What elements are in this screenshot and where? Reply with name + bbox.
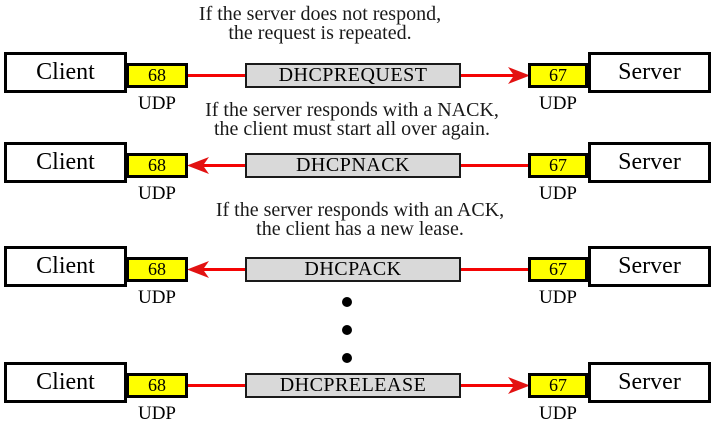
udp-label-client: UDP [137, 403, 176, 423]
ellipsis-dot [342, 297, 352, 307]
client-port-box: 68 [126, 373, 188, 398]
udp-label-server: UDP [538, 183, 577, 204]
client-label: Client [36, 253, 95, 279]
client-box: Client [4, 142, 127, 183]
row-dhcpack: Client 68 UDP DHCPACK 67 UDP Server [0, 246, 715, 308]
client-port-number: 68 [148, 259, 166, 279]
server-port-box: 67 [528, 257, 588, 282]
udp-label-client: UDP [137, 183, 176, 204]
server-box: Server [588, 246, 711, 287]
message-box: DHCPRELEASE [245, 373, 461, 398]
message-box: DHCPACK [245, 257, 461, 282]
caption-ack-line1: If the server responds with an ACK, [215, 199, 505, 221]
udp-label-client: UDP [137, 287, 176, 308]
client-label: Client [36, 149, 95, 175]
arrow-right-icon [508, 67, 530, 84]
udp-label-client: UDP [137, 93, 176, 114]
wire-right [460, 384, 516, 387]
row-dhcprelease: Client 68 UDP DHCPRELEASE 67 UDP Server [0, 362, 715, 423]
server-label: Server [618, 253, 681, 279]
client-label: Client [36, 59, 95, 85]
wire-left [188, 384, 246, 387]
server-port-box: 67 [528, 373, 588, 398]
message-box: DHCPNACK [245, 153, 461, 178]
client-box: Client [4, 362, 127, 403]
server-port-box: 67 [528, 63, 588, 88]
message-label: DHCPNACK [295, 154, 411, 176]
caption-request: If the server does not respond, the requ… [60, 3, 580, 44]
server-port-number: 67 [549, 155, 567, 175]
message-label: DHCPRELEASE [279, 374, 427, 396]
client-port-box: 68 [126, 63, 188, 88]
message-label: DHCPREQUEST [278, 64, 428, 86]
caption-nack: If the server responds with a NACK, the … [92, 99, 612, 140]
server-label: Server [618, 59, 681, 85]
client-label: Client [36, 369, 95, 395]
arrow-left-icon [187, 261, 209, 278]
client-port-number: 68 [148, 375, 166, 395]
ellipsis-dot [342, 353, 352, 363]
server-label: Server [618, 149, 681, 175]
wire-left [200, 268, 246, 271]
message-label: DHCPACK [304, 258, 402, 280]
udp-label-server: UDP [538, 93, 577, 114]
caption-ack-line2: the client has a new lease. [256, 218, 464, 240]
caption-request-line1: If the server does not respond, [198, 3, 442, 25]
server-box: Server [588, 52, 711, 93]
client-port-number: 68 [148, 155, 166, 175]
ellipsis-dot [342, 325, 352, 335]
arrow-left-icon [187, 157, 209, 174]
caption-nack-line2: the client must start all over again. [213, 118, 491, 140]
server-label: Server [618, 369, 681, 395]
server-port-number: 67 [549, 375, 567, 395]
wire-left [188, 74, 246, 77]
wire-left [200, 164, 246, 167]
client-box: Client [4, 246, 127, 287]
arrow-right-icon [508, 377, 530, 394]
message-box: DHCPREQUEST [245, 63, 461, 88]
caption-nack-line1: If the server responds with a NACK, [205, 99, 499, 121]
client-box: Client [4, 52, 127, 93]
client-port-number: 68 [148, 65, 166, 85]
row-dhcpnack: Client 68 UDP DHCPNACK 67 UDP Server [0, 142, 715, 204]
server-port-number: 67 [549, 259, 567, 279]
server-port-box: 67 [528, 153, 588, 178]
client-port-box: 68 [126, 257, 188, 282]
server-box: Server [588, 362, 711, 403]
caption-request-line2: the request is repeated. [228, 22, 412, 44]
server-box: Server [588, 142, 711, 183]
udp-label-server: UDP [538, 287, 577, 308]
row-dhcprequest: Client 68 UDP DHCPREQUEST 67 UDP Server [0, 52, 715, 114]
caption-ack: If the server responds with an ACK, the … [100, 199, 620, 240]
wire-right [460, 268, 530, 271]
client-port-box: 68 [126, 153, 188, 178]
server-port-number: 67 [549, 65, 567, 85]
wire-right [460, 74, 516, 77]
wire-right [460, 164, 530, 167]
udp-label-server: UDP [538, 403, 577, 423]
